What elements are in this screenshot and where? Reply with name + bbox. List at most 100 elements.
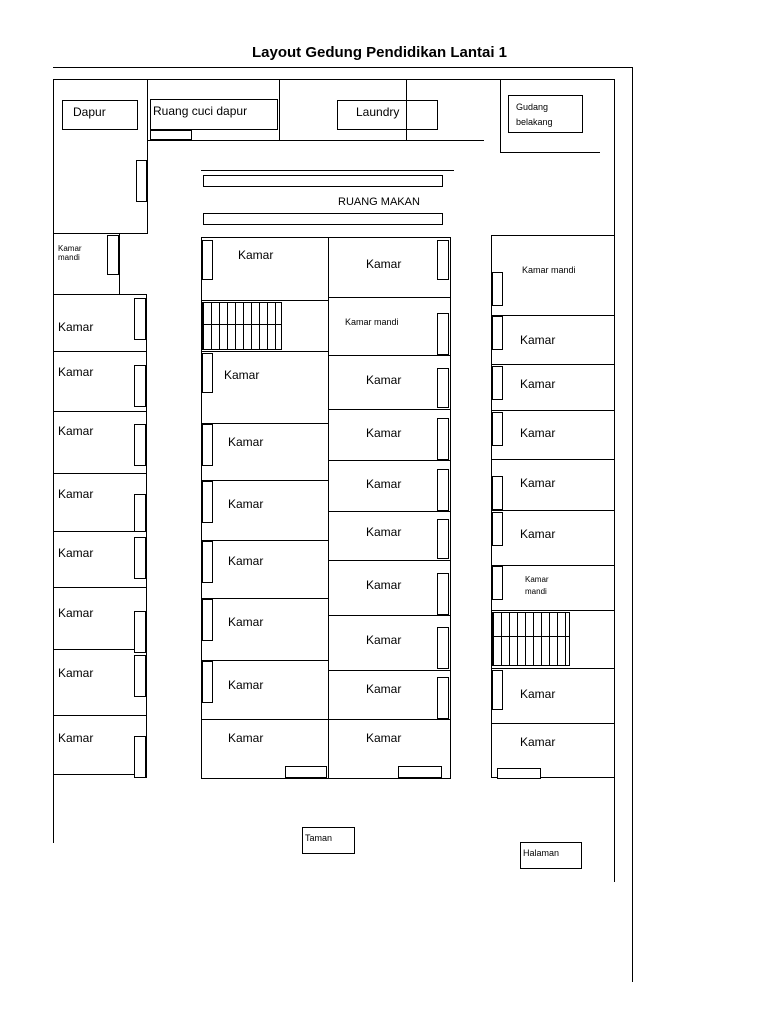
right-row-divider xyxy=(491,668,614,669)
left-kamar-label: Kamar xyxy=(58,424,94,438)
storage-bottom-wall xyxy=(500,152,600,153)
center-left-door xyxy=(285,766,327,778)
dapur-door xyxy=(136,160,147,202)
center-left-row-divider xyxy=(201,423,328,424)
center-right-kamar-label: Kamar xyxy=(366,477,402,491)
left-kamar-label: Kamar xyxy=(58,487,94,501)
left-row-divider xyxy=(53,531,146,532)
left-kamar-label: Kamar xyxy=(58,546,94,560)
laundry-room xyxy=(337,100,438,130)
center-left-row-divider xyxy=(201,480,328,481)
right-row-divider xyxy=(491,410,614,411)
kitchen-wall xyxy=(147,79,148,233)
right-column-inner-wall xyxy=(491,235,492,778)
dining-bottom-bar xyxy=(203,213,443,225)
ruang-cuci-label: Ruang cuci dapur xyxy=(153,104,248,118)
center-left-row-divider xyxy=(201,719,328,720)
center-right-kamar-label: Kamar xyxy=(366,633,402,647)
left-kamar-mandi-label: Kamar mandi xyxy=(58,244,82,263)
right-door xyxy=(492,476,503,510)
right-door xyxy=(492,512,503,546)
right-row-divider xyxy=(491,723,614,724)
right-kamar-label: Kamar xyxy=(520,476,556,490)
center-right-row-divider xyxy=(328,719,450,720)
gudang-room xyxy=(508,95,583,133)
left-row-divider xyxy=(53,774,146,775)
right-door xyxy=(492,316,503,350)
center-left-kamar-label: Kamar xyxy=(228,678,264,692)
center-right-door xyxy=(437,418,449,460)
dapur-label: Dapur xyxy=(73,105,106,119)
right-row-divider xyxy=(491,565,614,566)
center-right-door xyxy=(437,519,449,559)
center-right-door xyxy=(437,677,449,719)
left-kamar-label: Kamar xyxy=(58,731,94,745)
right-row-divider xyxy=(491,364,614,365)
left-door xyxy=(134,537,146,579)
center-right-row-divider xyxy=(328,511,450,512)
center-left-door xyxy=(202,240,213,280)
center-left-kamar-label: Kamar xyxy=(228,497,264,511)
halaman-label: Halaman xyxy=(523,848,560,858)
center-right-kamar-label: Kamar xyxy=(366,426,402,440)
center-right-door xyxy=(437,368,449,408)
right-kamar-label: Kamar xyxy=(520,333,556,347)
center-left-row-divider xyxy=(201,540,328,541)
right-row-divider xyxy=(491,459,614,460)
center-right-kamar-label: Kamar xyxy=(366,731,402,745)
wash-room-wall xyxy=(279,79,280,140)
left-door xyxy=(134,365,146,407)
building-top-wall xyxy=(53,79,615,80)
left-kamar-label: Kamar xyxy=(58,320,94,334)
top-wing-bottom-wall xyxy=(148,140,484,141)
center-right-kamar-label: Kamar xyxy=(366,578,402,592)
left-kamar-label: Kamar xyxy=(58,666,94,680)
right-row-divider xyxy=(491,510,614,511)
right-door xyxy=(492,566,503,600)
center-right-door xyxy=(437,573,449,615)
taman-label: Taman xyxy=(305,833,333,843)
center-right-door xyxy=(437,627,449,669)
center-right-kamar-label: Kamar xyxy=(366,373,402,387)
center-left-door xyxy=(202,541,213,583)
center-left-row-divider xyxy=(201,598,328,599)
center-right-row-divider xyxy=(328,297,450,298)
center-right-row-divider xyxy=(328,670,450,671)
center-left-kamar-label: Kamar xyxy=(228,435,264,449)
center-right-row-divider xyxy=(328,615,450,616)
center-right-row-divider xyxy=(328,409,450,410)
left-row-divider xyxy=(53,473,146,474)
center-right-row-divider xyxy=(328,460,450,461)
center-right-door xyxy=(398,766,442,778)
right-kamar-mandi-mid-label: Kamar mandi xyxy=(525,575,549,596)
right-row-divider xyxy=(491,610,614,611)
left-door xyxy=(134,298,146,340)
left-bath-door xyxy=(107,235,119,275)
dining-top-line xyxy=(201,170,454,171)
taman-box xyxy=(302,827,355,854)
right-boundary-line xyxy=(632,67,633,982)
center-left-row-divider xyxy=(201,300,328,301)
center-right-wall xyxy=(450,237,451,778)
left-row-divider xyxy=(53,294,146,295)
gudang-label: Gudang belakang xyxy=(516,102,553,127)
left-column-inner-wall xyxy=(146,294,147,778)
right-kamar-label: Kamar xyxy=(520,687,556,701)
center-top-wall xyxy=(201,237,451,238)
center-left-row-divider xyxy=(201,660,328,661)
right-kamar-label: Kamar xyxy=(520,377,556,391)
center-left-door xyxy=(202,599,213,641)
ruang-cuci-door xyxy=(150,130,192,140)
ruang-makan-label: RUANG MAKAN xyxy=(338,196,420,208)
center-right-door xyxy=(437,469,449,511)
right-outer-wall xyxy=(614,79,615,882)
right-door xyxy=(492,412,503,446)
center-left-kamar-label: Kamar xyxy=(238,248,274,262)
center-left-door xyxy=(202,353,213,393)
laundry-wall xyxy=(406,79,407,140)
laundry-label: Laundry xyxy=(356,105,400,119)
center-right-kamar-mandi-label: Kamar mandi xyxy=(345,317,399,327)
left-door xyxy=(134,736,146,778)
right-top-wall xyxy=(491,235,614,236)
